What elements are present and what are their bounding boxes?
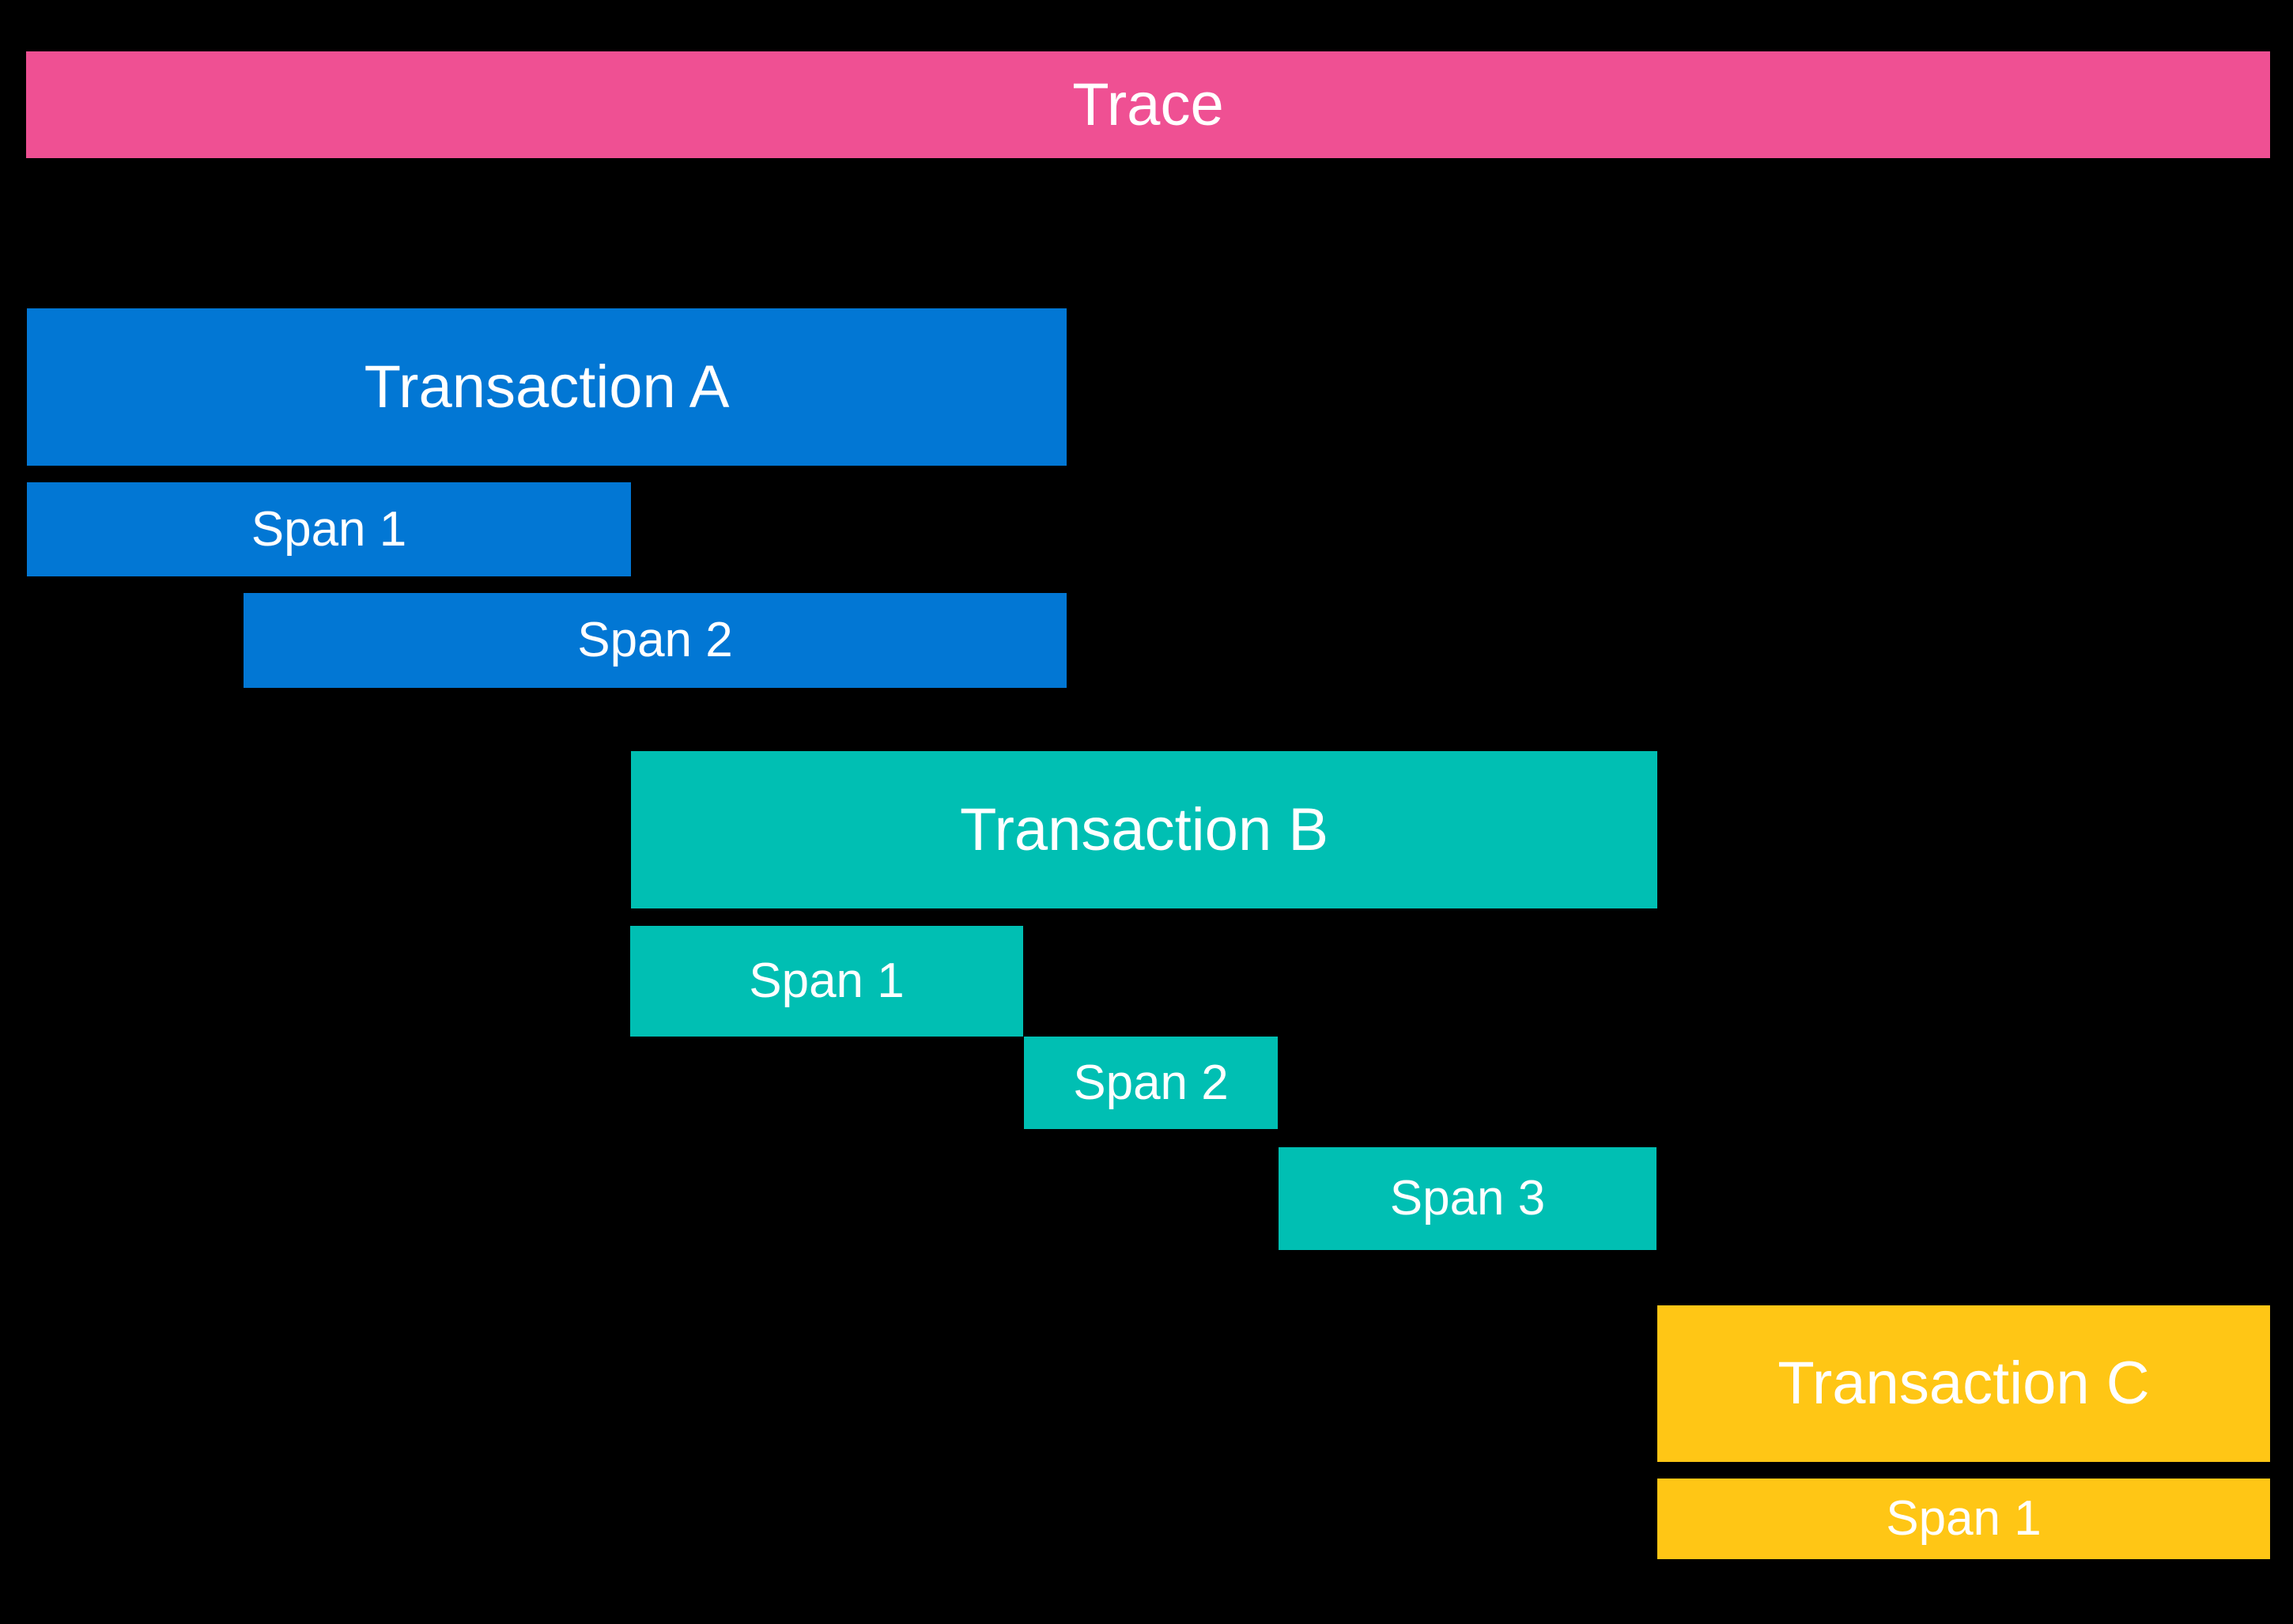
- transaction-a-bar[interactable]: Transaction A: [27, 308, 1067, 466]
- transaction-c-bar[interactable]: Transaction C: [1657, 1305, 2270, 1462]
- transaction-b-span-1-bar[interactable]: Span 1: [630, 926, 1023, 1037]
- transaction-c-label: Transaction C: [1777, 1350, 2150, 1417]
- transaction-b-span-2-label: Span 2: [1073, 1055, 1229, 1110]
- transaction-a-label: Transaction A: [364, 353, 730, 421]
- transaction-c-span-1-bar[interactable]: Span 1: [1657, 1479, 2270, 1559]
- transaction-b-span-1-label: Span 1: [749, 954, 905, 1008]
- transaction-a-span-2-bar[interactable]: Span 2: [244, 593, 1067, 688]
- trace-bar[interactable]: Trace: [26, 51, 2270, 158]
- transaction-b-label: Transaction B: [959, 795, 1329, 863]
- transaction-a-span-2-label: Span 2: [577, 613, 733, 667]
- trace-bar-label: Trace: [1072, 70, 1224, 138]
- transaction-b-span-3-label: Span 3: [1389, 1171, 1546, 1226]
- transaction-a-span-1-bar[interactable]: Span 1: [27, 482, 631, 576]
- transaction-c-span-1-label: Span 1: [1886, 1491, 2042, 1546]
- transaction-b-span-2-bar[interactable]: Span 2: [1024, 1037, 1278, 1129]
- transaction-b-bar[interactable]: Transaction B: [631, 751, 1657, 908]
- transaction-a-span-1-label: Span 1: [251, 501, 407, 557]
- transaction-b-span-3-bar[interactable]: Span 3: [1279, 1147, 1656, 1250]
